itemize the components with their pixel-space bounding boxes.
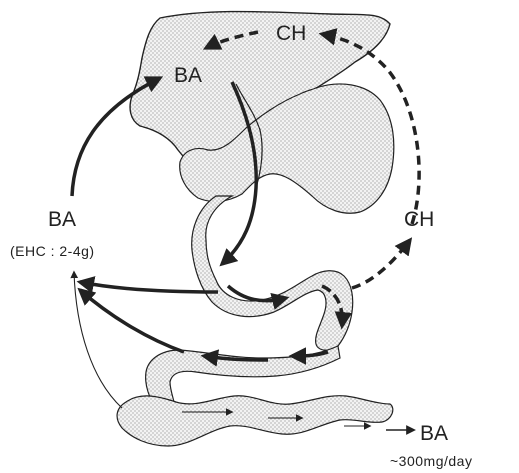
ch-top-label: CH (276, 22, 306, 45)
excretion-note: ~300mg/day (390, 453, 472, 469)
reabsorption-arrow-upper (80, 282, 218, 292)
large-intestine (117, 396, 393, 446)
duodenum (192, 196, 353, 350)
ba-excretion-label: BA (420, 422, 448, 445)
ch-right-label: CH (404, 208, 434, 231)
intestine-to-ch-dashed-arrow (352, 240, 410, 288)
ba-left-label: BA (48, 208, 76, 231)
reabsorption-arrow-lower (80, 290, 184, 352)
ehc-note: (EHC : 2-4g) (10, 243, 95, 259)
ba-liver-label: BA (174, 64, 202, 87)
